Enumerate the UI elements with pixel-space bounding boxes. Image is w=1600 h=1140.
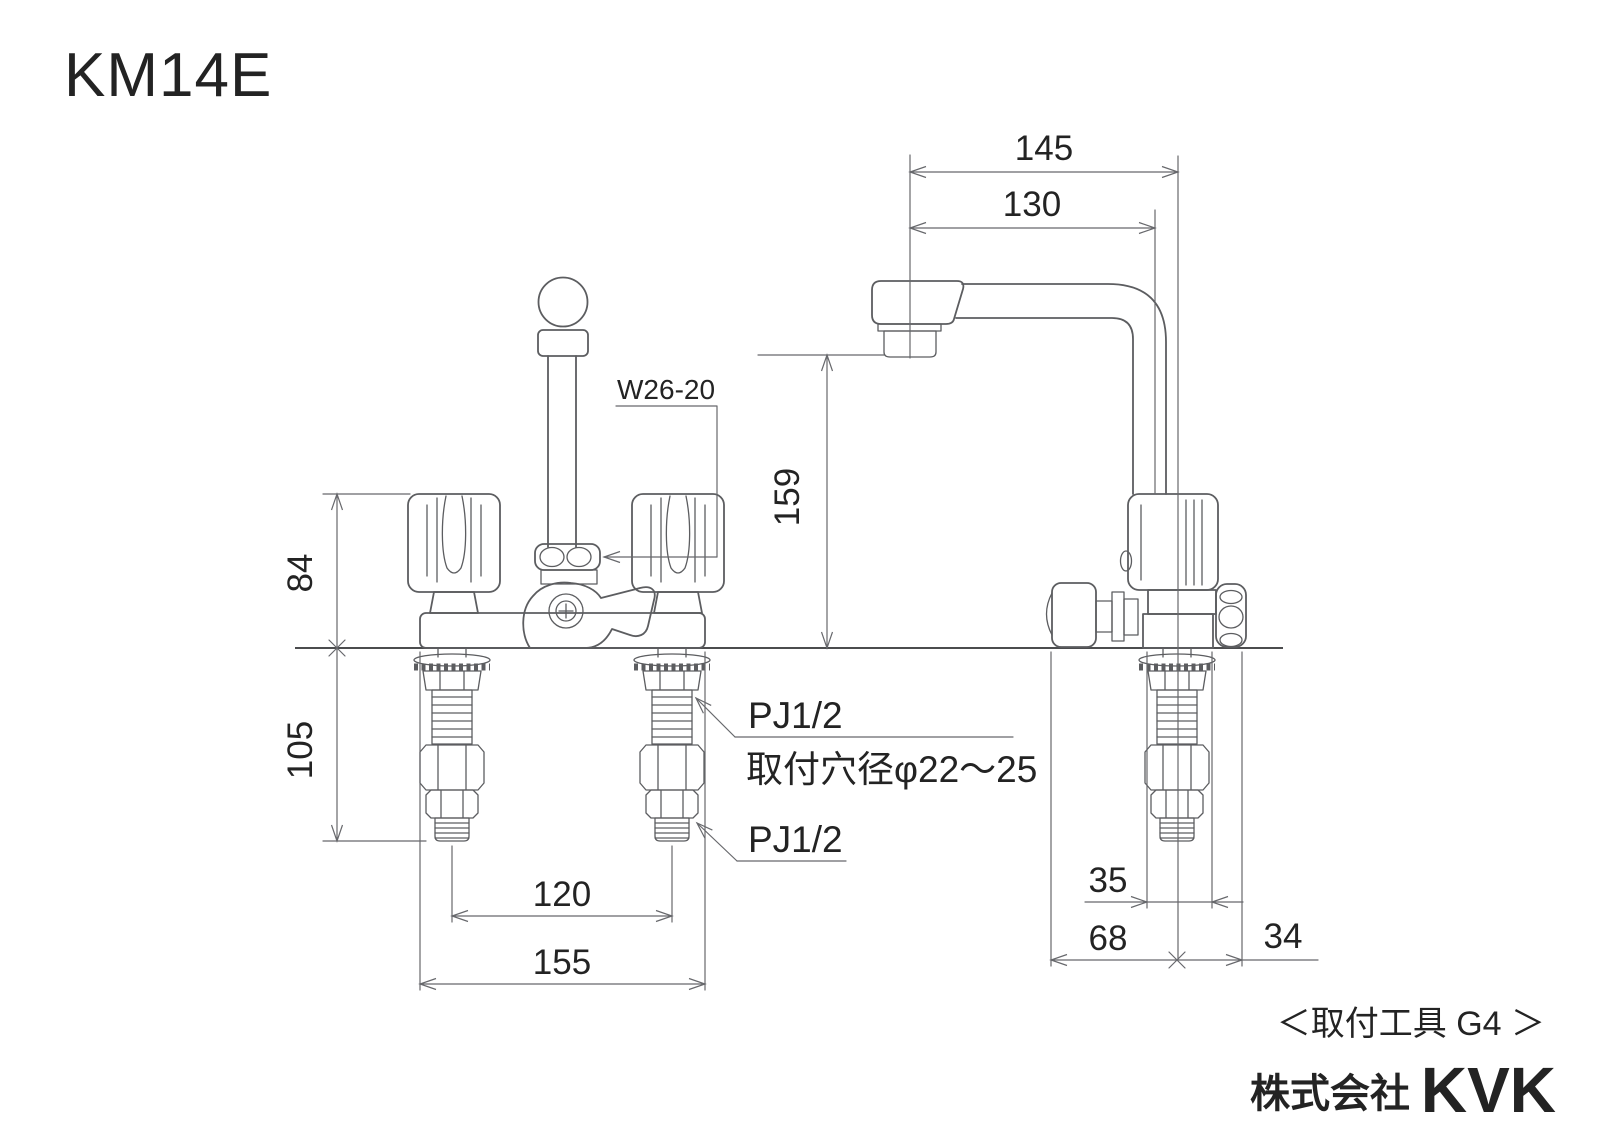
handle-block-side — [1119, 493, 1219, 591]
dim-145: 145 — [1015, 129, 1073, 168]
pj-bottom-arrow — [695, 821, 738, 862]
right-shank — [634, 648, 710, 841]
ext-lines-120 — [451, 845, 673, 923]
hot-handle-stem — [429, 591, 479, 614]
spout-arm-inner — [955, 317, 1134, 495]
company-name: 株式会社 — [1250, 1072, 1410, 1116]
dim-68: 68 — [1089, 919, 1128, 958]
faucet-deck — [419, 612, 706, 649]
dim-35: 35 — [1089, 861, 1128, 900]
dim-120: 120 — [533, 875, 591, 914]
thread-spec-label: W26-20 — [617, 374, 715, 405]
dim-155: 155 — [533, 943, 591, 982]
riser-pipe-front — [547, 355, 577, 548]
side-small-handle — [1045, 582, 1139, 648]
ext-lines-68-34 — [1050, 651, 1243, 967]
dimensions: 145 130 159 84 105 120 155 35 68 34 — [281, 129, 1319, 991]
hole-diameter-label: 取付穴径φ22～25 — [746, 749, 1037, 790]
ext-lines-155 — [419, 651, 706, 991]
footer: ＜取付工具 G4 ＞ 株式会社 KVK — [1250, 1005, 1556, 1126]
tool-note: ＜取付工具 G4 ＞ — [1277, 1005, 1545, 1043]
dim-ticks-left — [322, 493, 427, 842]
outlet-check-valve — [1215, 583, 1247, 648]
spout-head-side — [871, 280, 965, 325]
cold-handle — [631, 493, 725, 593]
ext-lines-35 — [1146, 651, 1213, 909]
spout-arm-outer — [961, 283, 1167, 495]
spout-collar — [537, 329, 589, 357]
front-view — [407, 276, 725, 842]
dim-159: 159 — [768, 468, 807, 526]
thread-spec-leader — [615, 405, 718, 558]
dim-tail-34 — [1168, 951, 1319, 969]
left-shank — [414, 648, 490, 841]
dim-84: 84 — [281, 554, 320, 593]
pj-bottom-label: PJ1/2 — [748, 819, 843, 860]
cold-handle-stem — [653, 591, 703, 614]
pj-top-label: PJ1/2 — [748, 695, 843, 736]
company-logo: KVK — [1421, 1054, 1556, 1126]
hot-handle — [407, 493, 501, 593]
pj-top-arrow — [694, 696, 736, 738]
diverter-body — [522, 581, 656, 649]
side-view — [871, 280, 1247, 841]
spout-ball-top — [537, 276, 589, 328]
side-shank — [1139, 648, 1215, 841]
dim-130: 130 — [1003, 185, 1061, 224]
dim-105: 105 — [281, 721, 320, 779]
diverter-screw — [548, 593, 584, 629]
body-neck-side — [1147, 589, 1217, 615]
dim-34: 34 — [1264, 917, 1303, 956]
annotations: W26-20 PJ1/2 取付穴径φ22～25 PJ1/2 — [602, 374, 1037, 862]
spout-connector — [534, 543, 601, 585]
page-title: KM14E — [64, 41, 272, 110]
